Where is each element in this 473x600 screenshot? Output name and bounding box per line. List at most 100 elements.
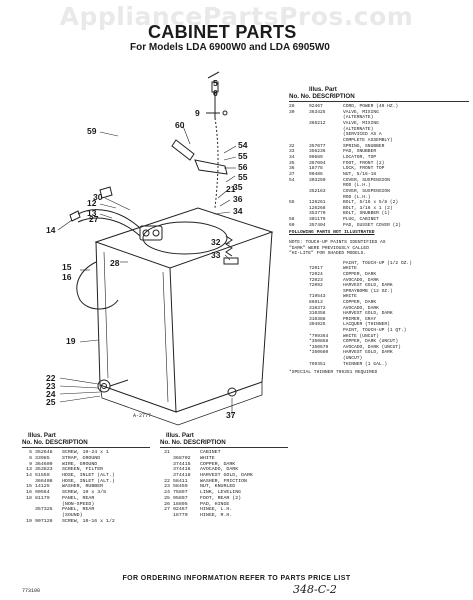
part-no: 95897 — [173, 495, 188, 501]
part-description: WIRE, GROUND — [62, 461, 98, 467]
part-no: 310372 — [309, 305, 326, 311]
page-title: CABINET PARTS — [148, 22, 297, 42]
part-no: 72017 — [309, 266, 323, 272]
part-description: COPPER, DARK (UNCUT) — [343, 339, 399, 345]
callout-37: 37 — [226, 410, 236, 420]
part-description: WASHER, RUBBER — [62, 484, 104, 490]
part-no: 374416 — [173, 467, 191, 473]
mid-table-row: 21 CABINET — [160, 450, 288, 456]
callout-25: 25 — [46, 397, 56, 407]
touchup-note: NOTE: TOUCH-UP PAINTS IDENTIFIED AS"DARK… — [289, 240, 469, 257]
part-description: LOCK, FRONT TOP — [343, 166, 385, 172]
part-no: 357404 — [309, 222, 326, 228]
part-description: HARVEST GOLD, DARK — [343, 350, 393, 356]
part-no: 81179 — [35, 495, 50, 501]
part-no: 353770 — [309, 211, 326, 217]
part-no: 51559 — [35, 473, 50, 478]
part-no: 33985 — [35, 455, 50, 461]
illus-no: 22 — [164, 478, 170, 484]
illus-no: 21 — [164, 450, 170, 456]
part-description: SCREW, 10-24 x 1 — [62, 450, 109, 456]
callout-28: 28 — [110, 258, 120, 268]
part-no: 126261 — [309, 200, 326, 206]
part-description: COVER, SUSPENSION — [343, 177, 390, 183]
part-description: SCREW, 10 x 3/8 — [62, 490, 107, 496]
illus-no: 9 — [29, 461, 32, 467]
mid-table-header-2: No. No. DESCRIPTION — [160, 438, 226, 446]
part-description: PRIMER, GRAY — [343, 316, 377, 322]
part-description: CABINET — [200, 450, 221, 456]
part-no: 90564 — [35, 490, 50, 496]
left-table-row: (SOUND) — [22, 513, 150, 519]
part-description: PAINT, TOUCH-UP (1 QT.) — [343, 327, 407, 333]
ordering-footer: FOR ORDERING INFORMATION REFER TO PARTS … — [122, 575, 351, 582]
callout-36: 36 — [233, 194, 243, 204]
part-description: WHITE — [200, 455, 215, 461]
part-description: (SERVICED AS A — [343, 132, 382, 138]
part-no: 92467 — [173, 507, 188, 513]
cabinet-top — [94, 207, 274, 269]
diagram-code: A-2777 — [133, 413, 152, 419]
part-no: 364609 — [35, 461, 53, 467]
part-no: 90486 — [309, 171, 323, 177]
part-description: (ALTERNATE) — [343, 126, 374, 132]
part-no: 374415 — [173, 461, 191, 467]
part-no: 363425 — [309, 109, 326, 115]
right-table-header-2: No. No. DESCRIPTION — [289, 93, 355, 100]
illus-no: 37 — [289, 171, 295, 177]
callout-55b: 55 — [238, 172, 248, 182]
part-description: PAD, SNUBBER — [343, 149, 377, 155]
callout-24: 24 — [46, 389, 56, 399]
part-no: 90689 — [309, 154, 323, 160]
callout-15: 15 — [62, 262, 72, 272]
part-description: LOCATOR, TOP — [343, 154, 377, 160]
illus-no: 24 — [164, 490, 170, 496]
part-description: HINGE, L.H. — [200, 507, 233, 513]
part-description: WHITE — [343, 294, 357, 300]
part-description: BOLT, 5/16 x 5/8 (2) — [343, 200, 399, 206]
illus-no: 33 — [289, 149, 295, 155]
callout-14: 14 — [46, 225, 56, 235]
handwritten-note: 348-C-2 — [293, 583, 337, 596]
callout-19: 19 — [66, 336, 76, 346]
part-no: 366408 — [35, 478, 53, 484]
part-description: NUT, 5/16-18 — [343, 171, 377, 177]
following-note: FOLLOWING PARTS NOT ILLUSTRATED — [289, 230, 375, 236]
illus-no: 19 — [26, 518, 32, 524]
part-description: FOOT, FRONT (2) — [343, 160, 385, 166]
part-no: 18895 — [173, 501, 188, 507]
part-description: FOOT, REAR (2) — [200, 495, 242, 501]
paint-row: *350680 HARVEST GOLD, DARK — [289, 350, 469, 356]
callout-13: 13 — [87, 208, 97, 218]
part-description: COVER, SUSPENSION — [343, 188, 390, 194]
part-no: *350680 — [309, 350, 329, 356]
part-no: 72092 — [309, 283, 323, 289]
watermark: AppliancePartsPros.com — [59, 2, 414, 31]
tub-opening — [142, 221, 228, 255]
part-no: 72024 — [309, 272, 323, 277]
callout-35: 35 — [233, 182, 243, 192]
callout-54: 54 — [238, 140, 248, 150]
part-no: *350679 — [309, 344, 329, 350]
part-no: 18770 — [173, 512, 188, 518]
